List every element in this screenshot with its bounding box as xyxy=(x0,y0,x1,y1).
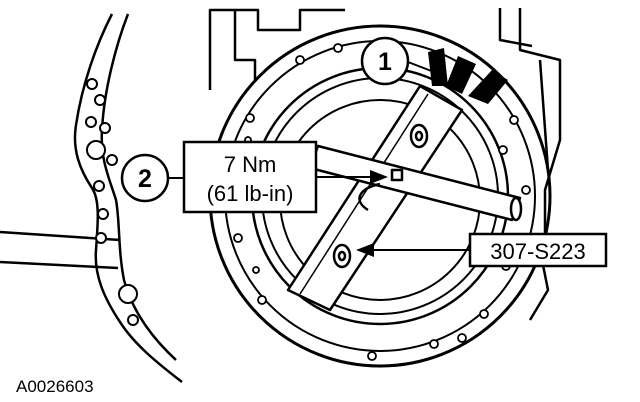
pump-flange-holes xyxy=(231,43,531,361)
alignment-tool-plate xyxy=(286,84,464,312)
impact-shading xyxy=(428,48,508,104)
transmission-housing xyxy=(0,13,183,383)
tool-number-box: 307-S223 xyxy=(468,232,608,268)
figure-id: A0026603 xyxy=(16,377,94,396)
torque-spec-box: 7 Nm (61 lb-in) xyxy=(182,140,318,214)
housing-bolt-holes xyxy=(85,78,139,326)
tool-number-label: 307-S223 xyxy=(490,239,585,264)
callout-step-1: 1 xyxy=(360,36,435,86)
torque-spec-imperial: (61 lb-in) xyxy=(207,181,294,206)
torque-leader-arrow xyxy=(316,170,388,184)
callout-step-2: 2 xyxy=(120,153,184,203)
tool-leader-arrow xyxy=(356,243,470,257)
upper-case xyxy=(208,8,562,321)
torque-spec-metric: 7 Nm xyxy=(224,152,277,177)
callout-step-1-label: 1 xyxy=(378,48,392,76)
callout-step-2-label: 2 xyxy=(138,165,152,193)
